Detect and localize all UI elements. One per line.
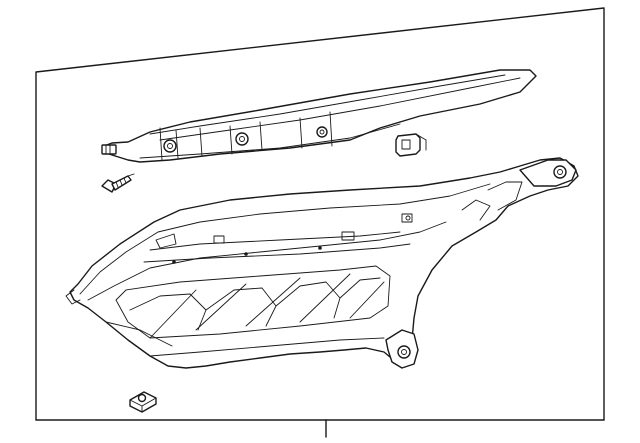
headlight-housing[interactable] [65, 157, 579, 369]
mounting-screw[interactable] [101, 173, 135, 193]
diagram-frame [35, 7, 605, 438]
nut-clip[interactable] [129, 391, 157, 413]
upper-mounting-bracket[interactable] [101, 69, 537, 163]
retainer-clip[interactable] [395, 133, 427, 157]
